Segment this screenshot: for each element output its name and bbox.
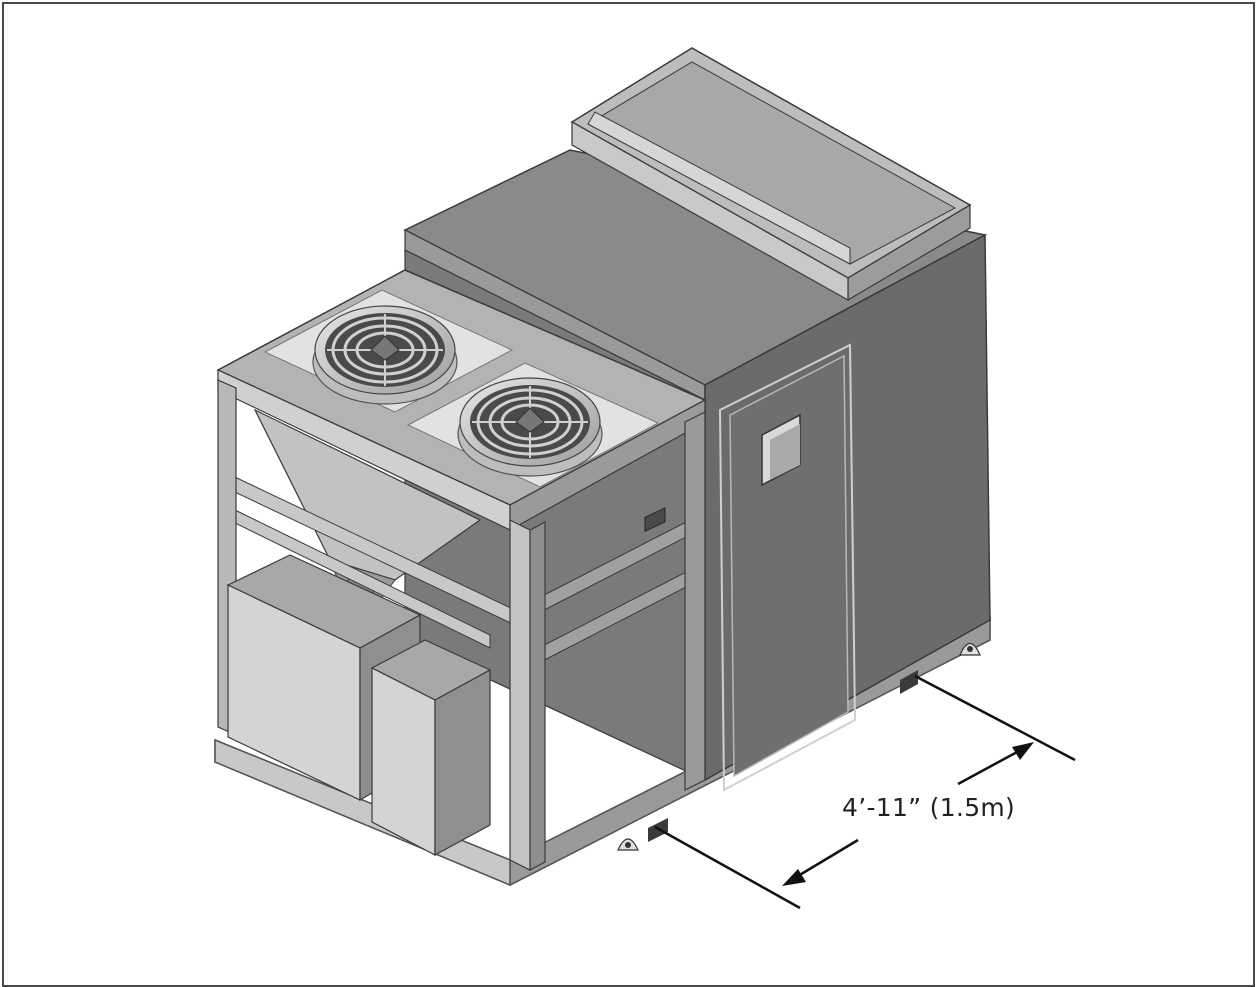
access-door xyxy=(718,343,857,792)
dimension-label: 4’-11” (1.5m) xyxy=(842,793,1016,822)
condenser-fan-icon xyxy=(312,305,458,405)
frame-structure xyxy=(217,379,706,871)
condenser-fan-icon xyxy=(457,377,603,477)
electrical-box-2 xyxy=(370,639,492,857)
dimension-arrow-icon xyxy=(654,674,1076,910)
roof-hood xyxy=(570,47,972,302)
lifting-lug-icon xyxy=(617,507,666,851)
lifting-lug-icon xyxy=(959,642,981,656)
